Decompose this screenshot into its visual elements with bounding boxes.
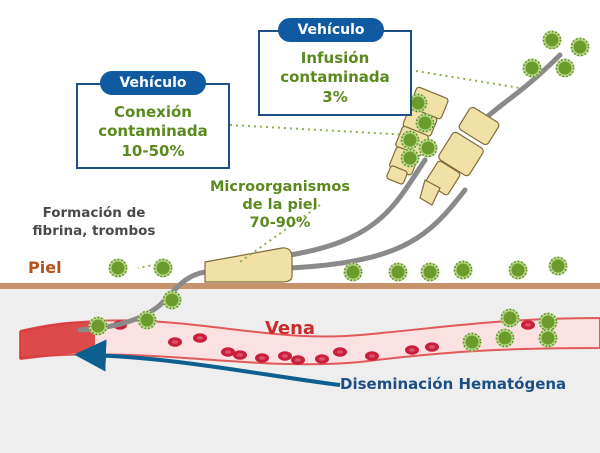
microbe-icon bbox=[399, 129, 421, 151]
blood-cell-icon bbox=[365, 351, 379, 361]
microbe-icon bbox=[107, 257, 129, 279]
blood-cell-icon bbox=[221, 347, 235, 357]
blood-cell-icon bbox=[521, 320, 535, 330]
microbe-icon bbox=[152, 257, 174, 279]
microbe-icon bbox=[419, 261, 441, 283]
blood-cell-icon bbox=[255, 353, 269, 363]
microbe-icon bbox=[521, 57, 543, 79]
microbe-icon bbox=[547, 255, 569, 277]
skin-micro-pct: 70-90% bbox=[249, 215, 311, 231]
microbe-icon bbox=[541, 29, 563, 51]
infusion-connector-icon bbox=[419, 106, 500, 206]
microbe-icon bbox=[387, 261, 409, 283]
skin-microorganisms-label: Microorganismos de la piel 70-90% bbox=[196, 178, 364, 232]
microbe-icon bbox=[537, 327, 559, 349]
blood-cell-icon bbox=[233, 350, 247, 360]
blood-cell-icon bbox=[405, 345, 419, 355]
skin-line bbox=[0, 283, 600, 289]
dissemination-label: Diseminación Hematógena bbox=[340, 375, 567, 393]
infusion-box: Infusión contaminada 3% bbox=[258, 30, 412, 116]
blood-cell-icon bbox=[333, 347, 347, 357]
skin-micro-line1: Microorganismos bbox=[209, 179, 350, 195]
microbe-icon bbox=[452, 259, 474, 281]
microbe-icon bbox=[554, 57, 576, 79]
skin-label: Piel bbox=[28, 258, 62, 277]
microbe-icon bbox=[499, 307, 521, 329]
leader-lines bbox=[137, 69, 521, 269]
microbe-icon bbox=[417, 137, 439, 159]
microbe-icon bbox=[461, 331, 483, 353]
skin-micro-line2: de la piel bbox=[242, 197, 318, 213]
microbe-icon bbox=[161, 289, 183, 311]
microbe-icon bbox=[87, 315, 109, 337]
microbe-icon bbox=[399, 147, 421, 169]
vein-label: Vena bbox=[264, 318, 316, 339]
infusion-line2: contaminada bbox=[280, 68, 390, 86]
blood-cell-icon bbox=[425, 342, 439, 352]
connection-box: Conexión contaminada 10-50% bbox=[76, 83, 230, 169]
infusion-pct: 3% bbox=[322, 88, 348, 106]
blood-cell-icon bbox=[278, 351, 292, 361]
blood-cell-icon bbox=[315, 354, 329, 364]
vein bbox=[19, 316, 600, 366]
fibrin-line2: fibrina, trombos bbox=[32, 223, 156, 239]
vehicle-connection-tag: Vehículo bbox=[100, 71, 206, 95]
connection-line2: contaminada bbox=[98, 122, 208, 140]
connection-line1: Conexión bbox=[114, 103, 192, 121]
arrow-icon bbox=[74, 339, 341, 387]
microbe-icon bbox=[136, 309, 158, 331]
fibrin-label: Formación de fibrina, trombos bbox=[24, 204, 164, 240]
microbe-icon bbox=[569, 36, 591, 58]
blood-cell-icon bbox=[168, 337, 182, 347]
catheter-hub-icon bbox=[204, 247, 293, 283]
microbe-icon bbox=[342, 261, 364, 283]
microbe-icon bbox=[414, 112, 436, 134]
connection-pct: 10-50% bbox=[121, 142, 185, 160]
infusion-line1: Infusión bbox=[300, 49, 370, 67]
blood-cell-icon bbox=[291, 355, 305, 365]
vehicle-infusion-tag: Vehículo bbox=[278, 18, 384, 42]
microbe-icon bbox=[507, 259, 529, 281]
microbe-icon bbox=[494, 327, 516, 349]
blood-cell-icon bbox=[193, 333, 207, 343]
fibrin-line1: Formación de bbox=[42, 205, 146, 221]
